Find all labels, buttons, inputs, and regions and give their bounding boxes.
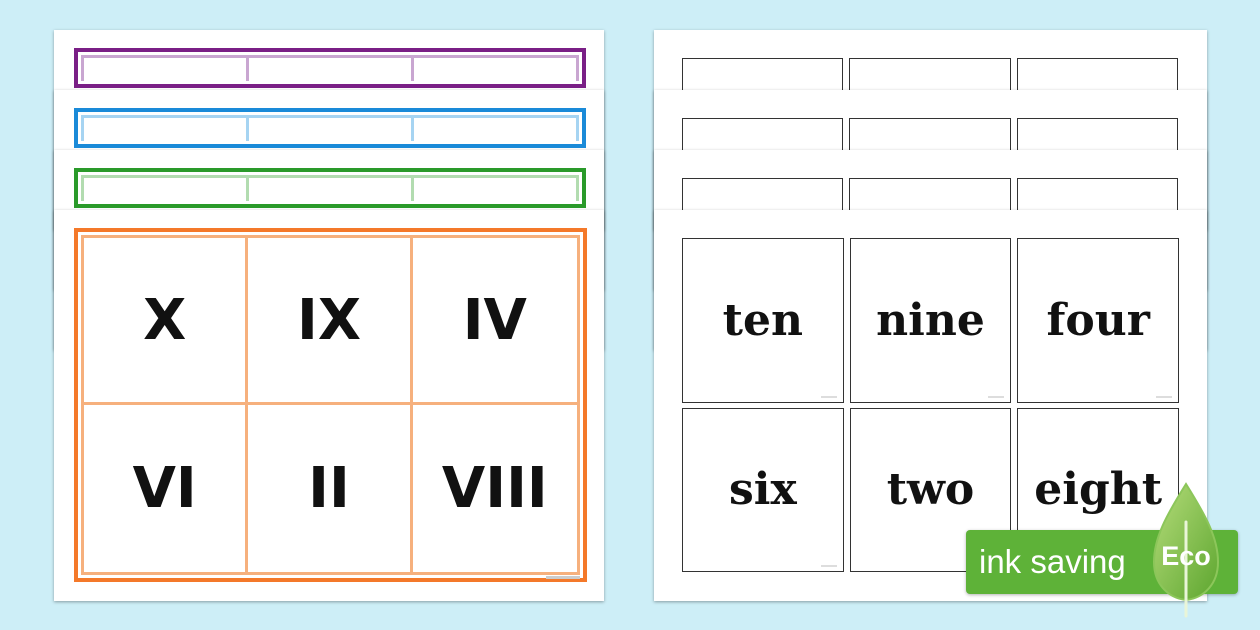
- word-card-text: eight: [1034, 464, 1163, 516]
- footer-mark: [546, 576, 580, 579]
- card-row: [682, 178, 1178, 210]
- orange-frame: X IX IV VI II VIII: [74, 228, 587, 582]
- eco-label: Eco: [1161, 541, 1211, 571]
- green-frame: [74, 168, 586, 208]
- roman-card-2: IX: [248, 238, 413, 405]
- roman-card-1: X: [84, 238, 249, 405]
- roman-card-4: VI: [84, 405, 249, 572]
- purple-frame: [74, 48, 586, 88]
- eco-leaf-icon: [1152, 482, 1220, 618]
- word-card-5: two: [849, 407, 1012, 572]
- ink-saving-label: ink saving: [979, 543, 1126, 580]
- card-row: [682, 118, 1178, 150]
- word-card-text: nine: [876, 294, 985, 346]
- roman-card-5: II: [248, 405, 413, 572]
- word-card-1: ten: [682, 238, 844, 403]
- word-card-3: four: [1017, 238, 1179, 403]
- word-card-text: two: [886, 464, 975, 516]
- word-card-4: six: [682, 407, 844, 572]
- roman-sheet-orange: X IX IV VI II VIII: [54, 210, 604, 601]
- word-card-text: ten: [722, 294, 803, 346]
- card-row: [682, 58, 1178, 90]
- word-card-2: nine: [849, 238, 1012, 403]
- roman-card-6: VIII: [441, 456, 548, 521]
- word-card-text: four: [1046, 294, 1150, 346]
- word-card-text: six: [728, 464, 797, 516]
- roman-card-3: IV: [412, 238, 577, 405]
- blue-frame: [74, 108, 586, 148]
